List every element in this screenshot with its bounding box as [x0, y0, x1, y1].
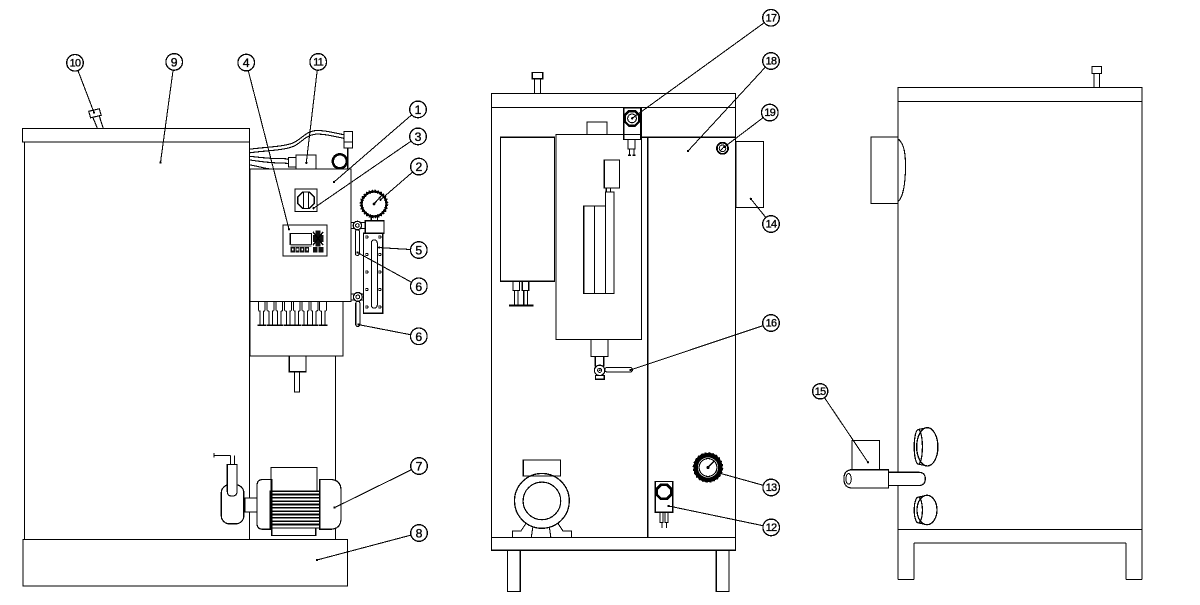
svg-text:3: 3 [415, 130, 422, 144]
svg-text:7: 7 [416, 460, 423, 474]
svg-text:1: 1 [415, 103, 422, 117]
svg-text:14: 14 [766, 219, 777, 231]
svg-text:5: 5 [415, 244, 422, 258]
svg-text:13: 13 [766, 482, 777, 494]
svg-text:4: 4 [243, 56, 250, 70]
svg-text:10: 10 [70, 57, 81, 69]
svg-text:18: 18 [766, 56, 777, 68]
svg-text:15: 15 [815, 386, 826, 398]
svg-text:16: 16 [766, 318, 777, 330]
svg-text:6: 6 [415, 280, 422, 294]
svg-text:6: 6 [415, 330, 422, 344]
svg-text:11: 11 [313, 57, 324, 69]
svg-text:9: 9 [171, 56, 178, 70]
svg-text:17: 17 [766, 12, 777, 24]
svg-text:19: 19 [764, 107, 775, 119]
svg-text:12: 12 [766, 522, 777, 534]
svg-text:2: 2 [416, 160, 423, 174]
svg-text:8: 8 [416, 527, 423, 541]
